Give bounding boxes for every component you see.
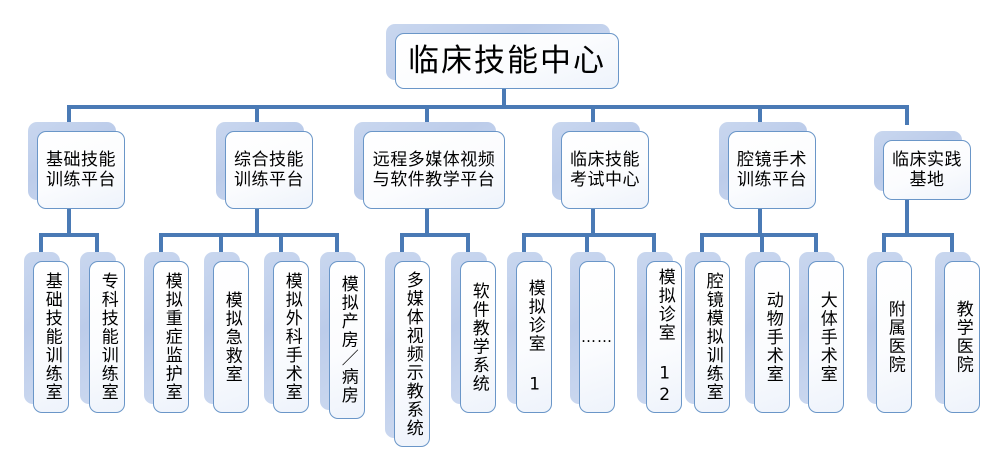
connector-drop-g4-2: [585, 233, 589, 255]
connector-drop-g5-3: [814, 233, 818, 255]
node-label: 附属医院: [876, 261, 912, 413]
node-root[interactable]: 临床技能中心: [386, 24, 619, 89]
node-level2-remote-multimedia-platform[interactable]: 远程多媒体视频与软件教学平台: [354, 122, 505, 209]
connector-drop-g4-1: [522, 233, 526, 255]
connector-drop-l2-6: [905, 105, 909, 125]
node-label: 模拟产房／病房: [329, 261, 365, 419]
connector-stem-g4: [591, 207, 595, 235]
connector-drop-g5-1: [700, 233, 704, 255]
node-label: 模拟诊室 1: [516, 261, 552, 413]
connector-bus-g4: [522, 233, 656, 237]
node-level3-animal-operating-room[interactable]: 动物手术室: [745, 252, 790, 413]
node-label-root: 临床技能中心: [395, 33, 619, 89]
connector-bus-g1: [39, 233, 99, 237]
connector-stem-g3: [425, 207, 429, 235]
connector-stem-g1: [67, 207, 71, 235]
connector-drop-g2-2: [219, 233, 223, 255]
node-level3-teaching-hospital[interactable]: 教学医院: [935, 252, 980, 413]
node-label: 动物手术室: [754, 261, 790, 413]
connector-drop-l2-4: [591, 105, 595, 125]
node-level3-specialty-skills-training-room[interactable]: 专科技能训练室: [80, 252, 125, 413]
connector-drop-g1-1: [39, 233, 43, 255]
connector-drop-g2-1: [159, 233, 163, 255]
node-label: 大体手术室: [808, 261, 844, 413]
connector-drop-g2-3: [279, 233, 283, 255]
node-level2-endoscopic-surgery-platform[interactable]: 腔镜手术训练平台: [719, 122, 816, 209]
connector-drop-g6-1: [882, 233, 886, 255]
connector-stem-g6: [905, 198, 909, 235]
connector-drop-g2-4: [335, 233, 339, 255]
node-level3-ellipsis[interactable]: ……: [570, 252, 615, 413]
connector-drop-g4-3: [652, 233, 656, 255]
node-label: ……: [579, 261, 615, 413]
connector-bus-g5: [700, 233, 818, 237]
node-label: 多媒体视频示教系统: [394, 261, 430, 447]
connector-bus-g6: [882, 233, 954, 237]
node-level3-simulated-clinic-12[interactable]: 模拟诊室 12: [637, 252, 682, 413]
node-level3-software-teaching-system[interactable]: 软件教学系统: [451, 252, 496, 413]
node-level2-basic-skills-platform[interactable]: 基础技能训练平台: [28, 122, 125, 209]
node-level2-comprehensive-skills-platform[interactable]: 综合技能训练平台: [216, 122, 313, 209]
node-level3-cadaver-operating-room[interactable]: 大体手术室: [799, 252, 844, 413]
node-label: 综合技能训练平台: [225, 131, 313, 209]
connector-drop-l2-3: [425, 105, 429, 125]
connector-stem-g2: [255, 207, 259, 235]
node-level3-simulated-emergency-room[interactable]: 模拟急救室: [204, 252, 249, 413]
connector-bus-g2: [159, 233, 339, 237]
node-level3-simulated-icu[interactable]: 模拟重症监护室: [144, 252, 189, 413]
node-level3-multimedia-video-demo-system[interactable]: 多媒体视频示教系统: [385, 252, 430, 447]
node-level3-affiliated-hospital[interactable]: 附属医院: [867, 252, 912, 413]
connector-drop-g1-2: [95, 233, 99, 255]
node-label: 腔镜模拟训练室: [694, 261, 730, 413]
node-label: 临床技能考试中心: [561, 131, 649, 209]
node-label: 基础技能训练室: [33, 261, 69, 413]
connector-drop-g5-2: [760, 233, 764, 255]
node-label: 模拟外科手术室: [273, 261, 309, 413]
node-level3-simulated-operating-room[interactable]: 模拟外科手术室: [264, 252, 309, 413]
node-label: 临床实践基地: [883, 140, 971, 200]
connector-stem-g5: [758, 207, 762, 235]
connector-drop-g3-2: [466, 233, 470, 255]
node-level3-endoscopic-simulation-training-room[interactable]: 腔镜模拟训练室: [685, 252, 730, 413]
connector-drop-l2-1: [67, 105, 71, 125]
node-label: 远程多媒体视频与软件教学平台: [363, 131, 505, 209]
connector-bus-g3: [400, 233, 470, 237]
node-level3-simulated-delivery-ward[interactable]: 模拟产房／病房: [320, 252, 365, 419]
node-label: 模拟急救室: [213, 261, 249, 413]
connector-drop-l2-5: [758, 105, 762, 125]
node-label: 模拟诊室 12: [646, 261, 682, 413]
node-label: 模拟重症监护室: [153, 261, 189, 413]
connector-root-stem: [502, 88, 506, 107]
node-label: 教学医院: [944, 261, 980, 413]
node-level3-basic-skills-training-room[interactable]: 基础技能训练室: [24, 252, 69, 413]
connector-drop-g3-1: [400, 233, 404, 255]
node-label: 基础技能训练平台: [37, 131, 125, 209]
node-label: 专科技能训练室: [89, 261, 125, 413]
node-level2-clinical-skills-exam-center[interactable]: 临床技能考试中心: [552, 122, 649, 209]
node-level3-simulated-clinic-1[interactable]: 模拟诊室 1: [507, 252, 552, 413]
connector-level2-bus: [67, 105, 905, 109]
node-level2-clinical-practice-base[interactable]: 临床实践基地: [874, 131, 971, 200]
node-label: 软件教学系统: [460, 261, 496, 413]
node-label: 腔镜手术训练平台: [728, 131, 816, 209]
connector-drop-l2-2: [255, 105, 259, 125]
connector-drop-g6-2: [950, 233, 954, 255]
